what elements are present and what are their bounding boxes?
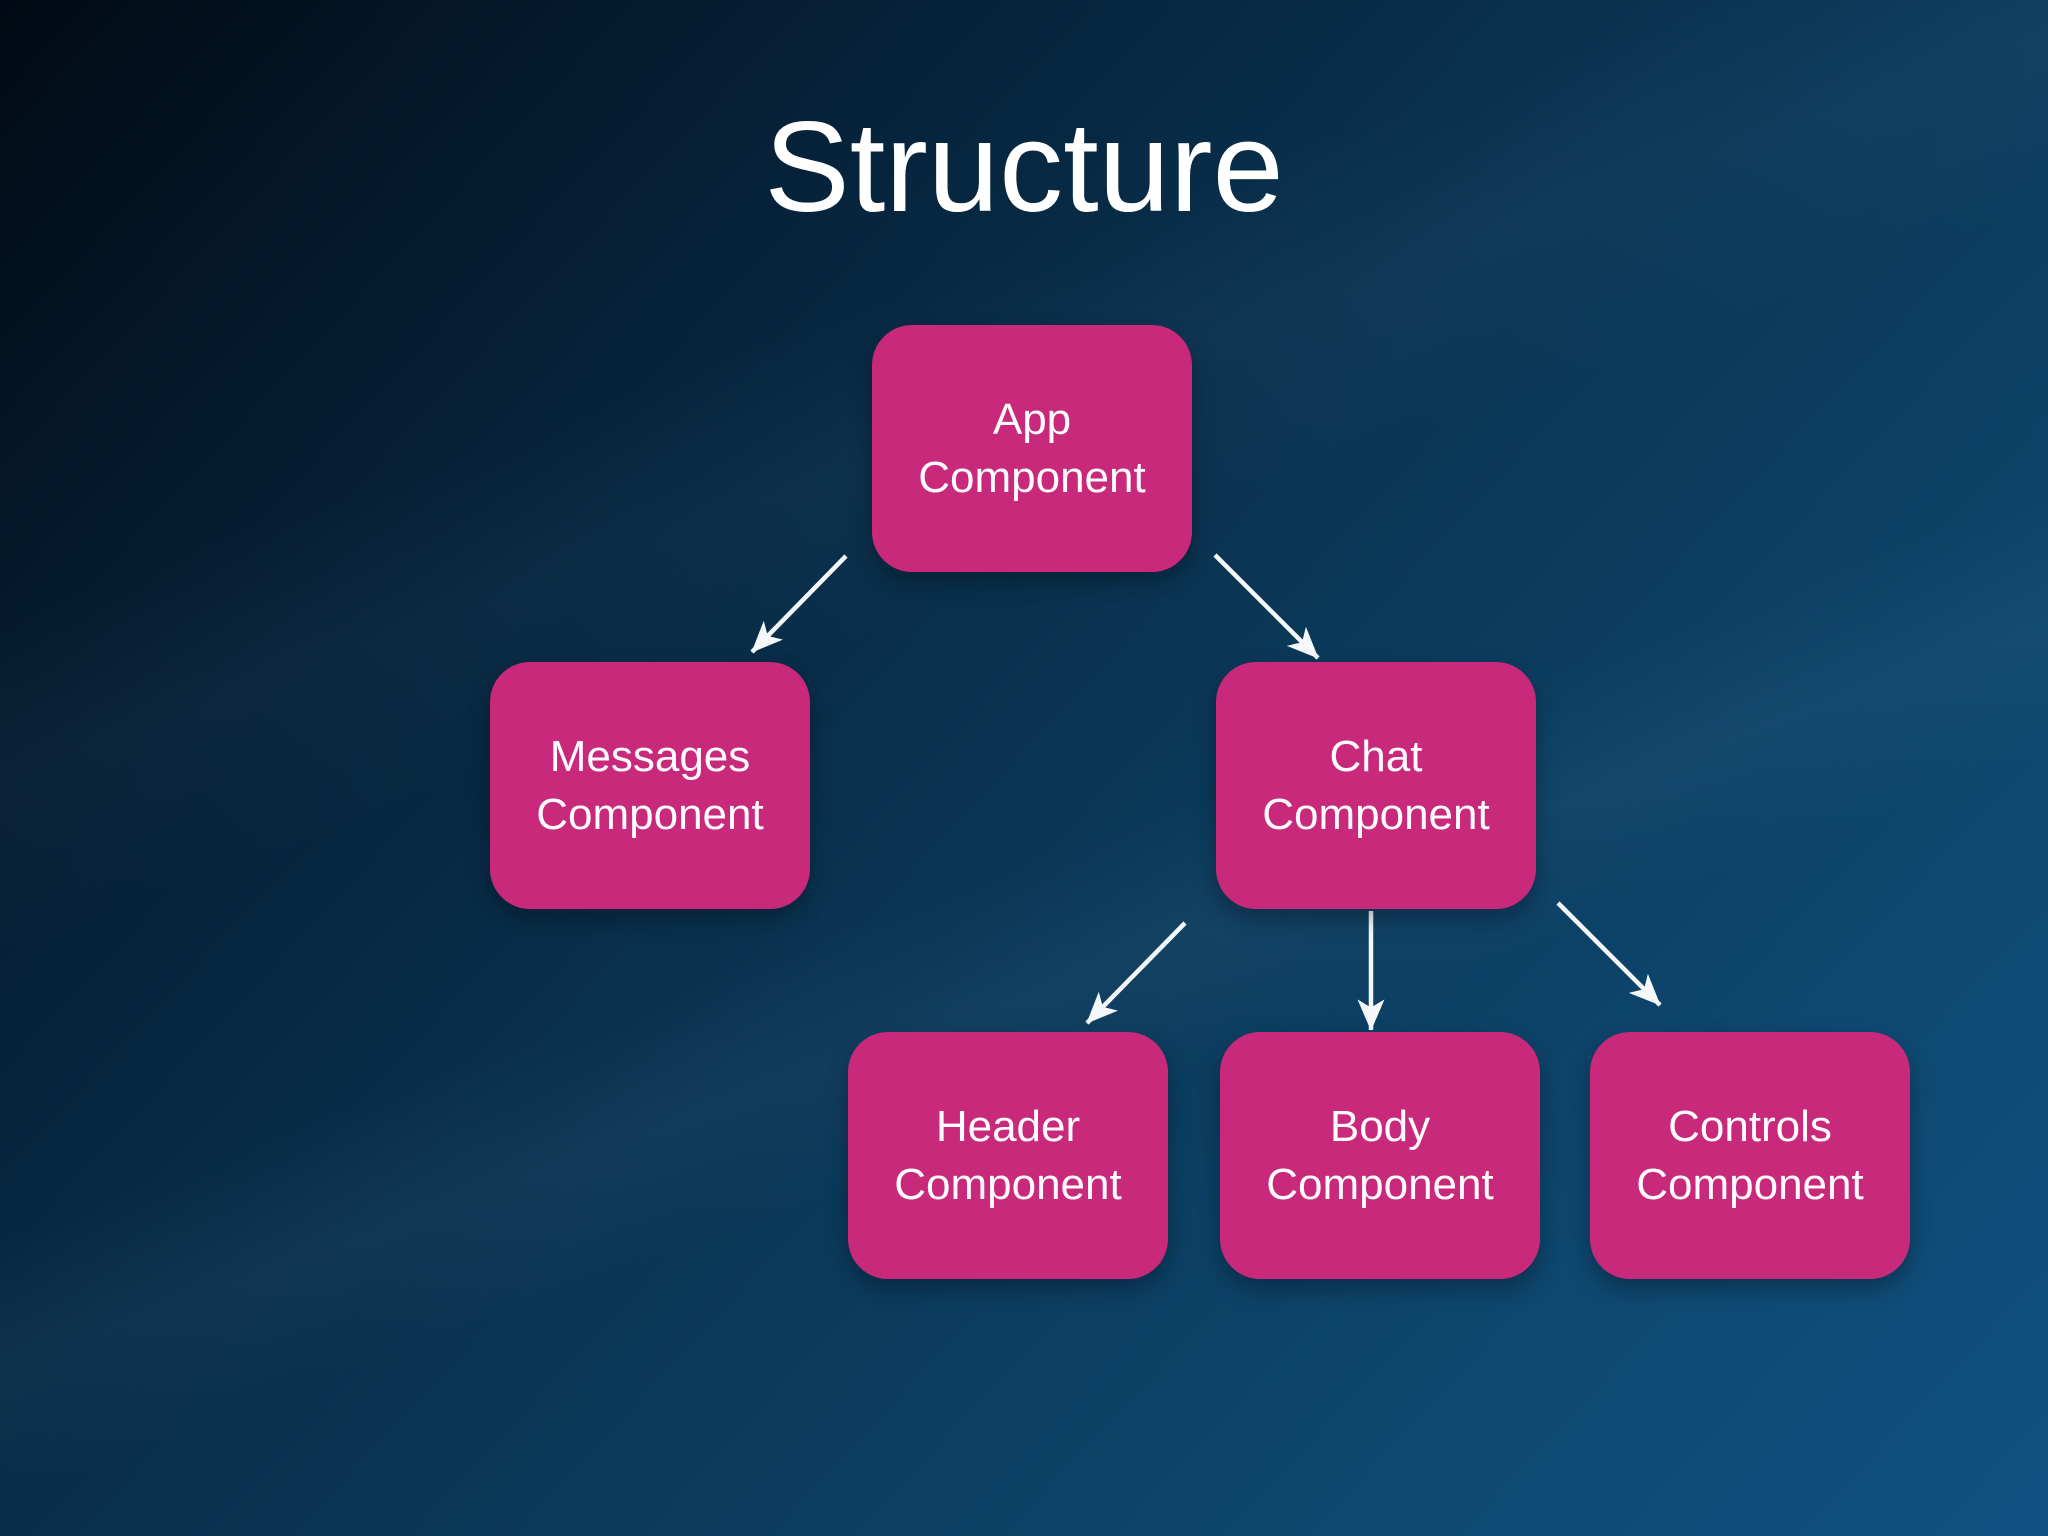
- node-label-line: Component: [1636, 1159, 1864, 1209]
- node-messages-component: Messages Component: [490, 662, 810, 909]
- node-chat-component: Chat Component: [1216, 662, 1536, 909]
- node-app-component: App Component: [872, 325, 1192, 572]
- node-body-component: Body Component: [1220, 1032, 1540, 1279]
- node-label-line: App: [992, 395, 1072, 445]
- node-label-line: Component: [1262, 789, 1490, 839]
- node-label-line: Component: [536, 789, 764, 839]
- edge-arrow-app-to-chat: [1213, 553, 1320, 660]
- node-label-line: Chat: [1329, 732, 1423, 782]
- slide-title: Structure: [764, 96, 1284, 239]
- node-label-line: Component: [918, 452, 1146, 502]
- edge-arrow-chat-to-header: [1085, 921, 1187, 1025]
- edge-arrow-app-to-messages: [750, 554, 848, 654]
- edge-arrow-chat-to-controls: [1556, 901, 1662, 1007]
- node-controls-component: Controls Component: [1590, 1032, 1910, 1279]
- node-header-component: Header Component: [848, 1032, 1168, 1279]
- node-label-line: Component: [894, 1159, 1122, 1209]
- node-label-line: Body: [1329, 1102, 1431, 1152]
- node-label-line: Controls: [1668, 1102, 1832, 1152]
- node-label-line: Messages: [549, 732, 751, 782]
- node-label-line: Header: [935, 1102, 1081, 1152]
- node-label-line: Component: [1266, 1159, 1494, 1209]
